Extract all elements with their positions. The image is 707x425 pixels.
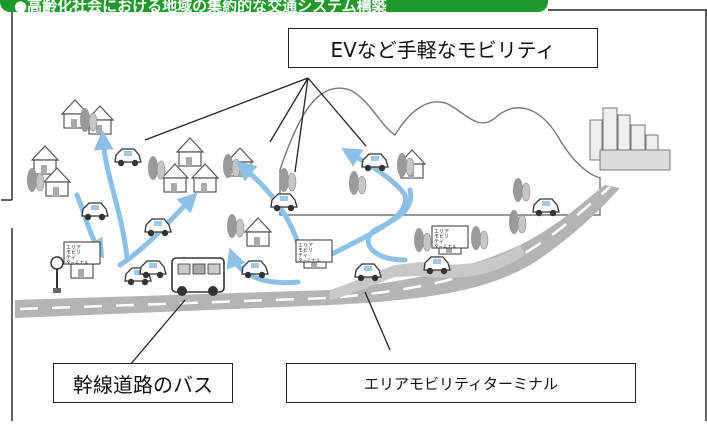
bus-stop-sign-icon: [50, 256, 64, 293]
page-title: ●高齢化社会における地域の集約的な交通システム構築: [0, 0, 548, 12]
callout-area-terminal-label: エリアモビリティターミナル: [363, 374, 559, 393]
terminal-sign: エリア モビリ ティ ターミナル: [431, 225, 469, 250]
callout-leaders: [129, 77, 391, 366]
main-road: [15, 185, 620, 318]
terminal-sign-text: エリア: [298, 243, 313, 249]
terminal-sign-text: ターミナル: [298, 257, 321, 264]
terminal-sign: エリア モビリ ティ ターミナル: [295, 239, 333, 264]
mountains: [279, 87, 601, 216]
callout-ev-mobility-label: EVなど手軽なモビリティ: [330, 37, 556, 62]
terminal-sign-text: エリア: [66, 245, 81, 251]
callout-ev-mobility: EVなど手軽なモビリティ: [288, 28, 598, 68]
city-buildings: [589, 107, 671, 171]
terminal-sign-text: ティ: [434, 239, 444, 245]
terminal-sign: エリア モビリ ティ ターミナル: [63, 241, 101, 266]
callout-trunk-bus: 幹線道路のバス: [53, 363, 233, 403]
bus-icon: [171, 257, 225, 296]
terminal-sign-text: モビリ: [434, 233, 449, 240]
callout-area-terminal: エリアモビリティターミナル: [286, 363, 636, 403]
terminal-sign-text: ターミナル: [434, 243, 457, 250]
terminal-sign-text: ティ: [66, 255, 76, 261]
terminal-sign-text: ティ: [298, 253, 308, 259]
terminal-sign-text: エリア: [434, 229, 449, 235]
terminal-sign-text: モビリ: [298, 247, 313, 254]
callout-trunk-bus-label: 幹線道路のバス: [73, 372, 213, 397]
terminal-sign-text: ターミナル: [66, 259, 89, 266]
terminal-sign-text: モビリ: [66, 249, 81, 256]
